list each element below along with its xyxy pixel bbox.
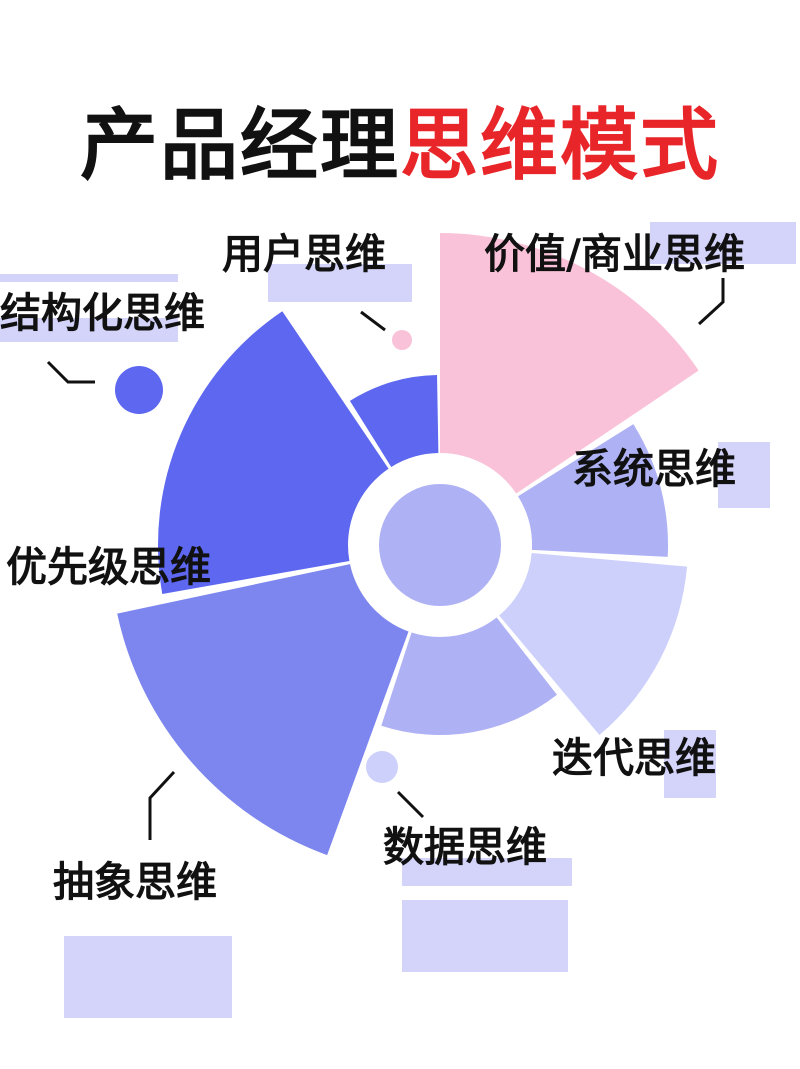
connector-user <box>360 310 386 332</box>
title-part-red: 思维模式 <box>400 101 721 192</box>
highlight-data <box>402 858 572 886</box>
connector-abstract <box>148 770 176 840</box>
dot-user <box>392 330 412 350</box>
highlight-structure <box>0 318 178 342</box>
label-structure: 结构化思维 <box>0 289 205 337</box>
label-iteration: 迭代思维 <box>552 734 716 782</box>
segment-value <box>440 233 699 494</box>
label-value: 价值/商业思维 <box>484 230 745 278</box>
highlight-user <box>268 264 412 302</box>
page-title: 产品经理思维模式 <box>0 107 800 185</box>
segment-priority <box>158 311 389 594</box>
segment-data <box>381 617 557 735</box>
segment-abstract <box>117 564 409 856</box>
highlight-value <box>650 222 796 264</box>
highlight-iteration <box>664 730 716 798</box>
center-disc <box>379 484 501 606</box>
dot-structure <box>115 366 163 414</box>
segment-system <box>518 424 668 557</box>
highlight-box-data <box>402 900 568 972</box>
highlight-box-abstract <box>64 936 232 1018</box>
segment-iteration <box>499 553 688 735</box>
connector-data <box>396 790 425 819</box>
dot-data <box>366 751 398 783</box>
label-data: 数据思维 <box>383 823 547 871</box>
label-user: 用户思维 <box>222 230 386 278</box>
label-abstract: 抽象思维 <box>53 858 217 906</box>
connector-structure <box>46 360 95 384</box>
highlight-system <box>718 442 770 508</box>
label-priority: 优先级思维 <box>6 543 211 591</box>
connector-value <box>697 278 725 326</box>
highlight-structure-top <box>0 274 178 282</box>
label-system: 系统思维 <box>572 445 736 493</box>
segment-user <box>349 375 439 467</box>
title-part-black: 产品经理 <box>79 101 400 192</box>
